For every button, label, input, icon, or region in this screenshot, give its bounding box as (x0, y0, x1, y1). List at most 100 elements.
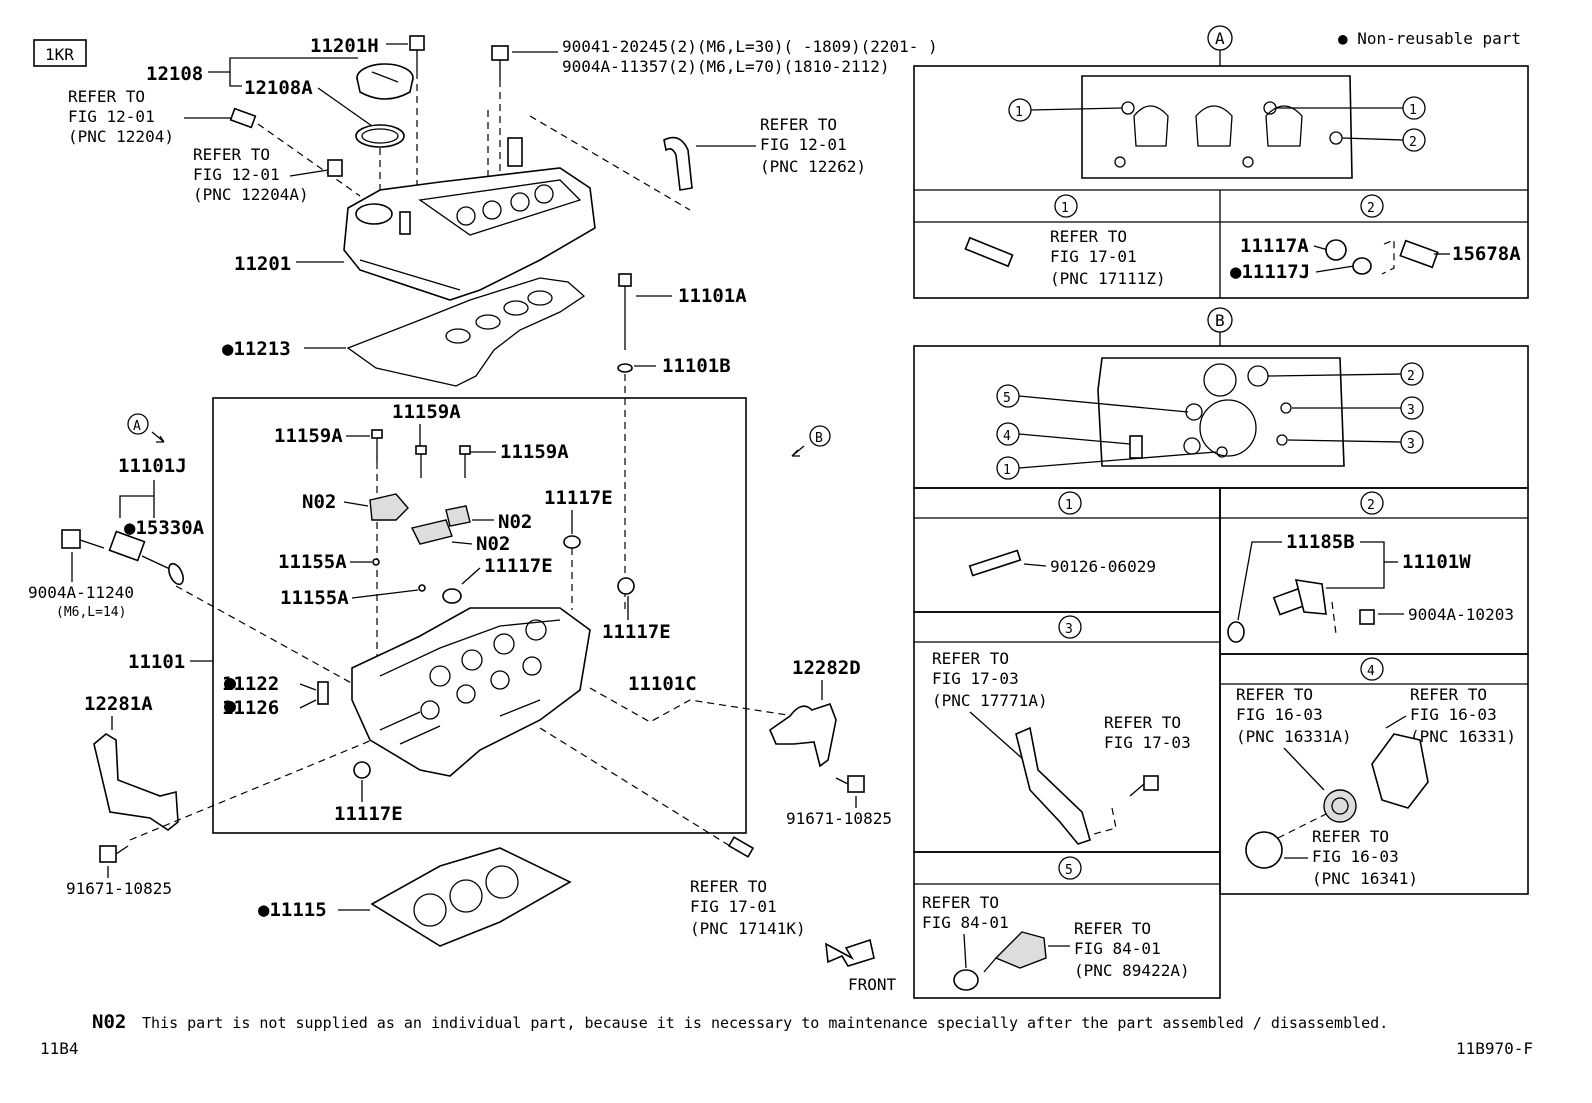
part-9004A-11240-spec: (M6,L=14) (56, 605, 126, 620)
ref-17141K-line2: FIG 17-01 (690, 897, 777, 916)
bolt-90041: 90041-20245(2)(M6,L=30)( -1809)(2201- ) (562, 37, 938, 56)
part-11101W: 11101W (1402, 551, 1471, 573)
model-label: 1KR (45, 45, 74, 64)
panel-b-callout-5: 5 (1003, 391, 1011, 406)
part-11155A-1: 11155A (278, 551, 347, 573)
cam-position-sensor (1272, 579, 1327, 616)
view-b-label: B (815, 431, 823, 446)
part-91671-rear: 91671-10825 (786, 809, 892, 828)
water-temp-sensor (983, 931, 1047, 973)
water-inlet (1371, 733, 1429, 809)
part-11117E-1: 11117E (544, 487, 613, 509)
view-a-label: A (133, 419, 141, 434)
s3-ref1-line1: REFER TO (932, 649, 1009, 668)
s5-ref2-line3: (PNC 89422A) (1074, 961, 1190, 980)
part-11117E-2: 11117E (484, 555, 553, 577)
panel-b-callout-3b: 3 (1407, 437, 1415, 452)
legend-non-reusable: ● Non-reusable part (1338, 29, 1521, 48)
o-ring-11185B (1227, 621, 1245, 643)
s4-ref2-line3: (PNC 16331) (1410, 727, 1516, 746)
part-11101B: 11101B (662, 355, 731, 377)
part-11159A-1: 11159A (274, 425, 343, 447)
view-b-marker (809, 425, 831, 447)
part-11159A-3: 11159A (500, 441, 569, 463)
ref-12204A-line1: REFER TO (193, 145, 270, 164)
part-11201: 11201 (234, 253, 291, 275)
footer-note-code: N02 (92, 1011, 126, 1033)
s5-ref1-line2: FIG 84-01 (922, 913, 1009, 932)
panel-a-head-view (1081, 75, 1353, 179)
panel-a-stud (964, 236, 1014, 268)
s3-ref2-line2: FIG 17-03 (1104, 733, 1191, 752)
valve-guide (317, 681, 329, 705)
panel-b-sub4-tag: 4 (1367, 664, 1375, 679)
thermostat (1323, 789, 1357, 823)
hanger-bolt-rear (835, 775, 865, 793)
s4-ref3-line3: (PNC 16341) (1312, 869, 1418, 888)
part-11115: ●11115 (258, 899, 327, 921)
panel-b-sub5 (913, 851, 1221, 999)
cylinder-head-frame (212, 397, 747, 834)
o-ring-89422A (953, 969, 979, 991)
timing-bracket (1015, 726, 1091, 845)
s4-ref1-line3: (PNC 16331A) (1236, 727, 1352, 746)
panel-b-tag-label: B (1215, 311, 1225, 330)
ref-17141K-line1: REFER TO (690, 877, 767, 896)
panel-b-callout-3a: 3 (1407, 403, 1415, 418)
panel-a-tag-label: A (1215, 29, 1225, 48)
hanger-bolt-front (99, 845, 129, 863)
part-12108: 12108 (146, 63, 203, 85)
plug-11117A (1325, 239, 1347, 261)
s4-ref1-line2: FIG 16-03 (1236, 705, 1323, 724)
engine-hanger-rear (769, 702, 837, 768)
panel-a-ref-line2: FIG 17-01 (1050, 247, 1137, 266)
part-11117J: ●11117J (1230, 261, 1310, 283)
panel-b-sub3-tag: 3 (1065, 622, 1073, 637)
view-a-marker (127, 413, 149, 435)
ref-12262-line1: REFER TO (760, 115, 837, 134)
part-12282D: 12282D (792, 657, 861, 679)
part-11185B: 11185B (1286, 531, 1355, 553)
s3-ref1-line3: (PNC 17771A) (932, 691, 1048, 710)
panel-a-callout-2: 2 (1409, 135, 1417, 150)
footer-right-code: 11B970-F (1456, 1039, 1533, 1058)
panel-b-sub1-tag: 1 (1065, 498, 1073, 513)
s5-ref2-line1: REFER TO (1074, 919, 1151, 938)
engine-hanger-front (93, 733, 179, 831)
gasket-11117J (1352, 257, 1372, 275)
plug-12204 (229, 107, 257, 129)
s4-ref3-line1: REFER TO (1312, 827, 1389, 846)
cylinder-head-cover (343, 137, 596, 301)
part-N02-1: N02 (302, 491, 336, 513)
cylinder-head-gasket (370, 847, 572, 947)
part-11213: ●11213 (222, 338, 291, 360)
footer-note-text: This part is not supplied as an individu… (142, 1014, 1388, 1032)
footer-left-code: 11B4 (40, 1039, 79, 1058)
part-15330A: ●15330A (124, 517, 205, 539)
panel-b-callout-1: 1 (1003, 463, 1011, 478)
part-11117E-4: 11117E (334, 803, 403, 825)
part-11126: 11126 (222, 697, 279, 719)
panel-a-ref-line1: REFER TO (1050, 227, 1127, 246)
oil-filler-cap (356, 63, 414, 100)
s4-ref2-line2: FIG 16-03 (1410, 705, 1497, 724)
panel-a-callout-1b: 1 (1409, 103, 1417, 118)
ref-17141K-line3: (PNC 17141K) (690, 919, 806, 938)
part-12281A: 12281A (84, 693, 153, 715)
part-9004A-11240: 9004A-11240 (28, 583, 134, 602)
plug-12204A (327, 159, 343, 177)
part-9004A-10203: 9004A-10203 (1408, 605, 1514, 624)
panel-a-sub2-tag: 2 (1367, 201, 1375, 216)
s5-ref1-line1: REFER TO (922, 893, 999, 912)
panel-b-callout-4: 4 (1003, 429, 1011, 444)
part-11159A-2: 11159A (392, 401, 461, 423)
oil-cap-gasket (355, 124, 405, 148)
part-11122: 11122 (222, 673, 279, 695)
bolt-9004A: 9004A-11357(2)(M6,L=70)(1810-2112) (562, 57, 890, 76)
part-11101A: 11101A (678, 285, 747, 307)
part-11101C: 11101C (628, 673, 697, 695)
part-11117A: 11117A (1240, 235, 1309, 257)
model-badge (33, 39, 87, 67)
panel-b-head-view (1097, 357, 1345, 467)
part-11101: 11101 (128, 651, 185, 673)
